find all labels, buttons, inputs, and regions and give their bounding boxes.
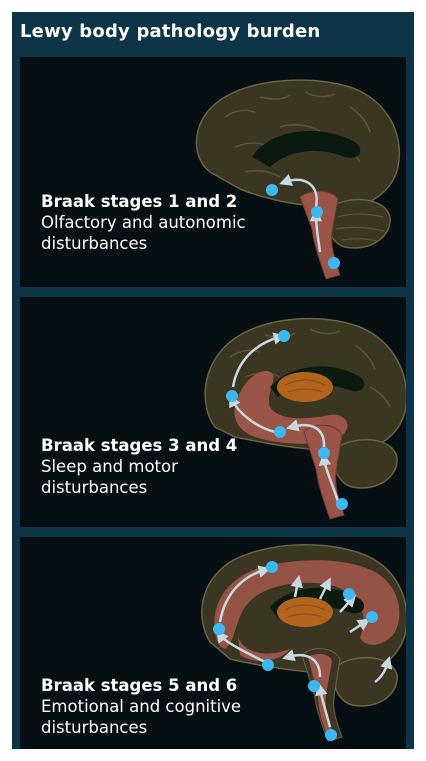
- stage-symptoms: Olfactory and autonomic: [41, 212, 246, 233]
- lesion-spot-icon: [262, 659, 274, 671]
- lesion-spot-icon: [311, 206, 323, 218]
- lesion-spot-icon: [336, 498, 348, 510]
- stage-caption-2: Braak stages 3 and 4 Sleep and motor dis…: [41, 435, 237, 498]
- lesion-spot-icon: [213, 623, 225, 635]
- lesion-spot-icon: [328, 257, 340, 269]
- stage-title: Braak stages 3 and 4: [41, 435, 237, 456]
- stage-symptoms: Sleep and motor: [41, 456, 237, 477]
- stage-symptoms-cont: disturbances: [41, 717, 241, 738]
- stage-title: Braak stages 5 and 6: [41, 675, 241, 696]
- lesion-spot-icon: [266, 561, 278, 573]
- lesion-spot-icon: [308, 680, 320, 692]
- stage-panel-3: Braak stages 5 and 6 Emotional and cogni…: [20, 537, 406, 749]
- lesion-spot-icon: [343, 588, 355, 600]
- stage-symptoms-cont: disturbances: [41, 233, 246, 254]
- stage-caption-1: Braak stages 1 and 2 Olfactory and auton…: [41, 191, 246, 254]
- stage-title: Braak stages 1 and 2: [41, 191, 246, 212]
- lesion-spot-icon: [278, 330, 290, 342]
- lesion-spot-icon: [266, 184, 278, 196]
- stage-symptoms: Emotional and cognitive: [41, 696, 241, 717]
- lesion-spot-icon: [318, 447, 330, 459]
- stage-panel-2: Braak stages 3 and 4 Sleep and motor dis…: [20, 297, 406, 527]
- stage-panel-1: Braak stages 1 and 2 Olfactory and auton…: [20, 57, 406, 287]
- lesion-spot-icon: [325, 729, 337, 741]
- stage-symptoms-cont: disturbances: [41, 477, 237, 498]
- stage-caption-3: Braak stages 5 and 6 Emotional and cogni…: [41, 675, 241, 738]
- lesion-spot-icon: [274, 426, 286, 438]
- figure-title: Lewy body pathology burden: [20, 21, 320, 42]
- lesion-spot-icon: [226, 390, 238, 402]
- lesion-spot-icon: [366, 611, 378, 623]
